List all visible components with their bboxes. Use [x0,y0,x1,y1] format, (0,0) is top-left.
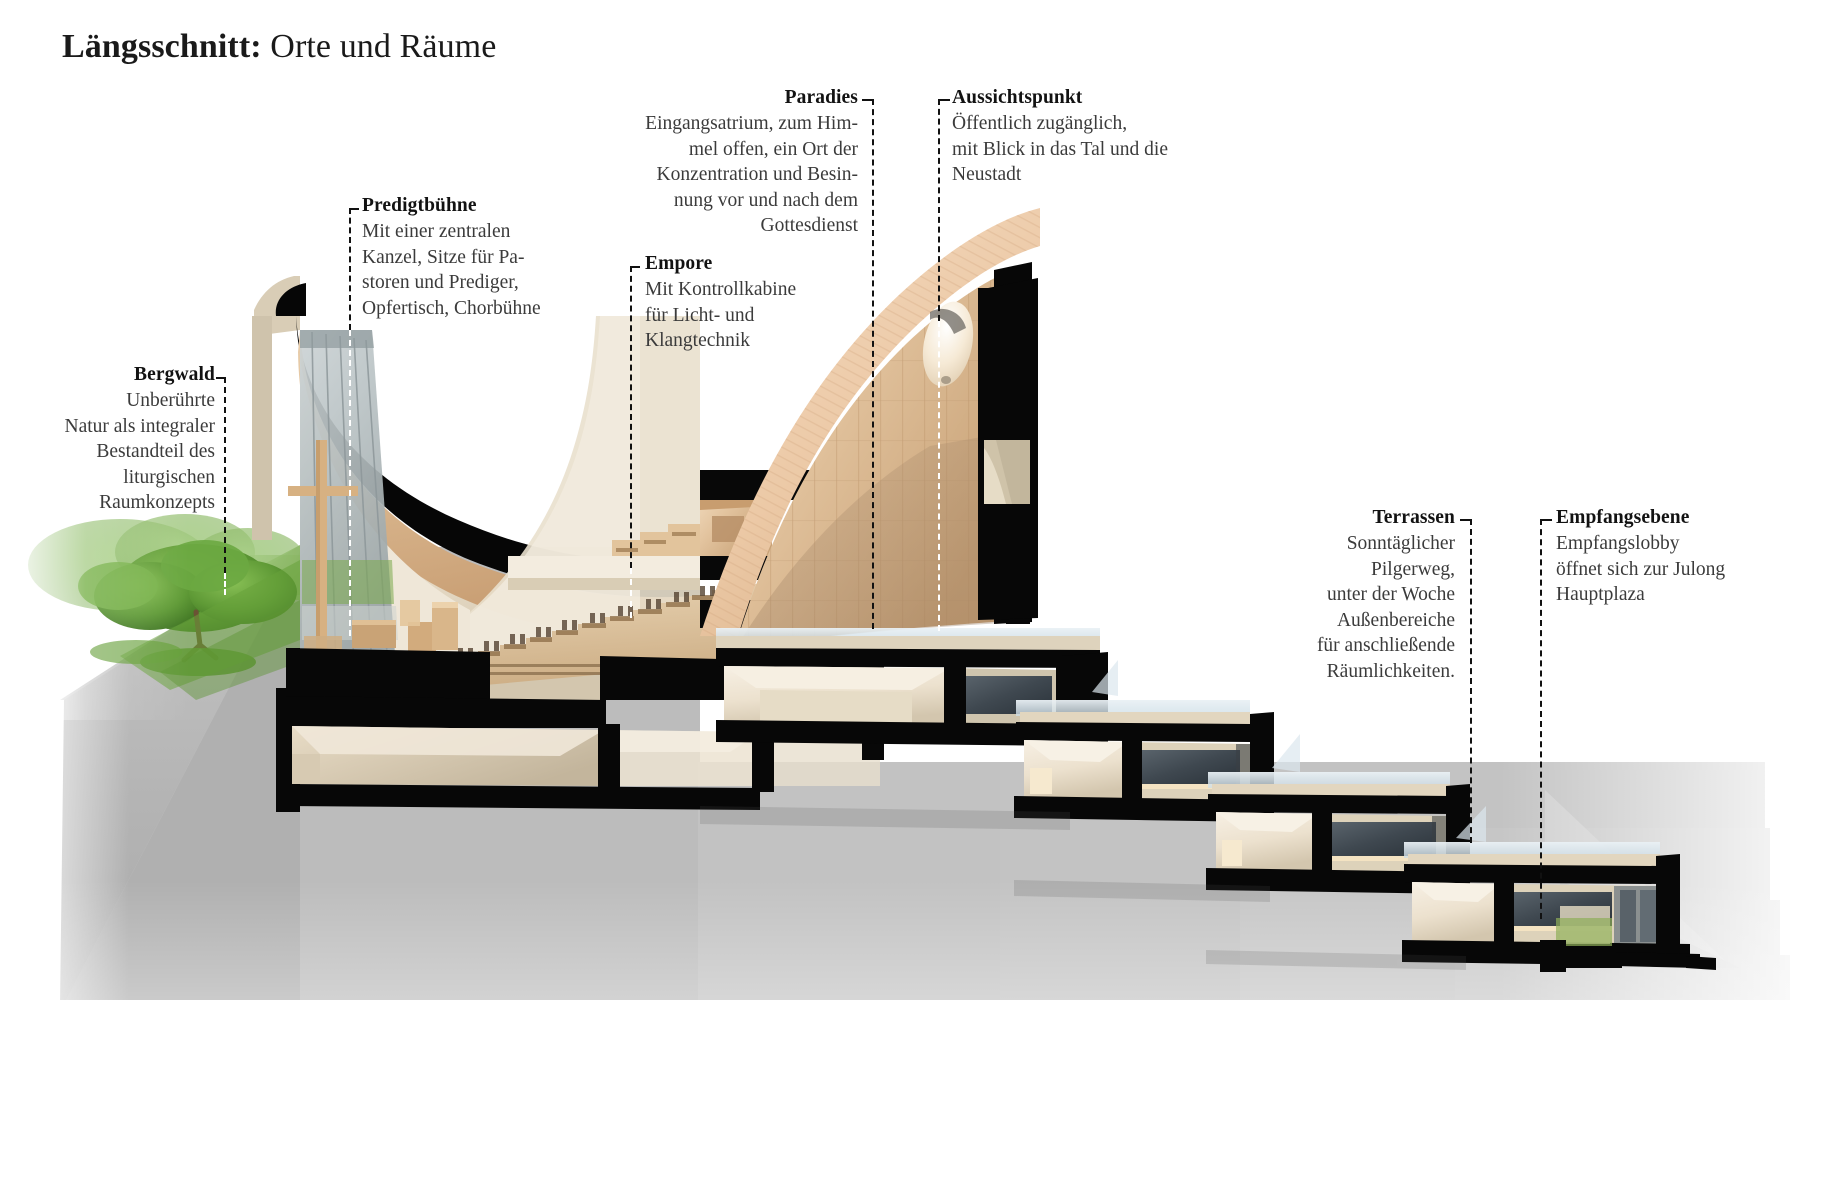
annotation-aussichtspunkt-body: Öffentlich zugänglich,mit Blick in das T… [952,113,1169,185]
leader-line-empore-white [630,568,632,618]
leader-hook-bergwald [216,377,226,379]
leader-line-predigtbuehne-white [349,330,351,636]
annotation-paradies-body: Eingangsatrium, zum Him-mel offen, ein O… [645,113,858,236]
page-title-strong: Längsschnitt: [62,28,262,65]
leader-line-aussichtspunkt [938,99,940,321]
undercroft-level [276,724,880,812]
leader-line-aussichtspunkt-white [938,321,940,631]
cast-shadows [700,806,1466,970]
annotation-paradies-heading: Paradies [784,87,858,108]
page-title-light: Orte und Räume [261,28,497,65]
terrace-level-3-reception [1402,842,1690,966]
leader-hook-paradies [862,99,874,101]
leader-line-empfangsebene [1540,519,1542,919]
page-title: Längsschnitt: Orte und Räume [62,28,496,66]
terraces-stepped-volumes [716,628,1716,972]
annotation-paradies: Paradies Eingangsatrium, zum Him-mel off… [578,85,858,239]
viewpoint-window [984,440,1030,504]
annotation-aussichtspunkt-heading: Aussichtspunkt [952,87,1083,108]
wooden-cross [288,440,358,652]
reception-glass-doors [1614,886,1658,944]
annotation-aussichtspunkt: Aussichtspunkt Öffentlich zugänglich,mit… [952,85,1232,188]
plaza-plinth [1540,906,1716,972]
mountain-forest-trees [0,500,370,720]
annotation-empfangsebene-heading: Empfangsebene [1556,507,1690,528]
annotation-bergwald-heading: Bergwald [134,364,215,385]
leader-hook-terrassen [1460,519,1472,521]
leader-line-predigtbuehne [349,208,351,330]
leader-line-empore [630,266,632,568]
annotation-predigtbuehne-heading: Predigtbühne [362,195,477,216]
leader-line-terrassen [1470,519,1472,843]
annotation-empore-heading: Empore [645,253,713,274]
leader-line-bergwald-white [224,573,226,595]
leader-line-paradies [872,99,874,629]
leader-line-bergwald [224,377,226,573]
annotation-terrassen-heading: Terrassen [1372,507,1455,528]
atrium-and-viewpoint [700,208,1040,648]
terrace-level-0 [716,628,1108,746]
